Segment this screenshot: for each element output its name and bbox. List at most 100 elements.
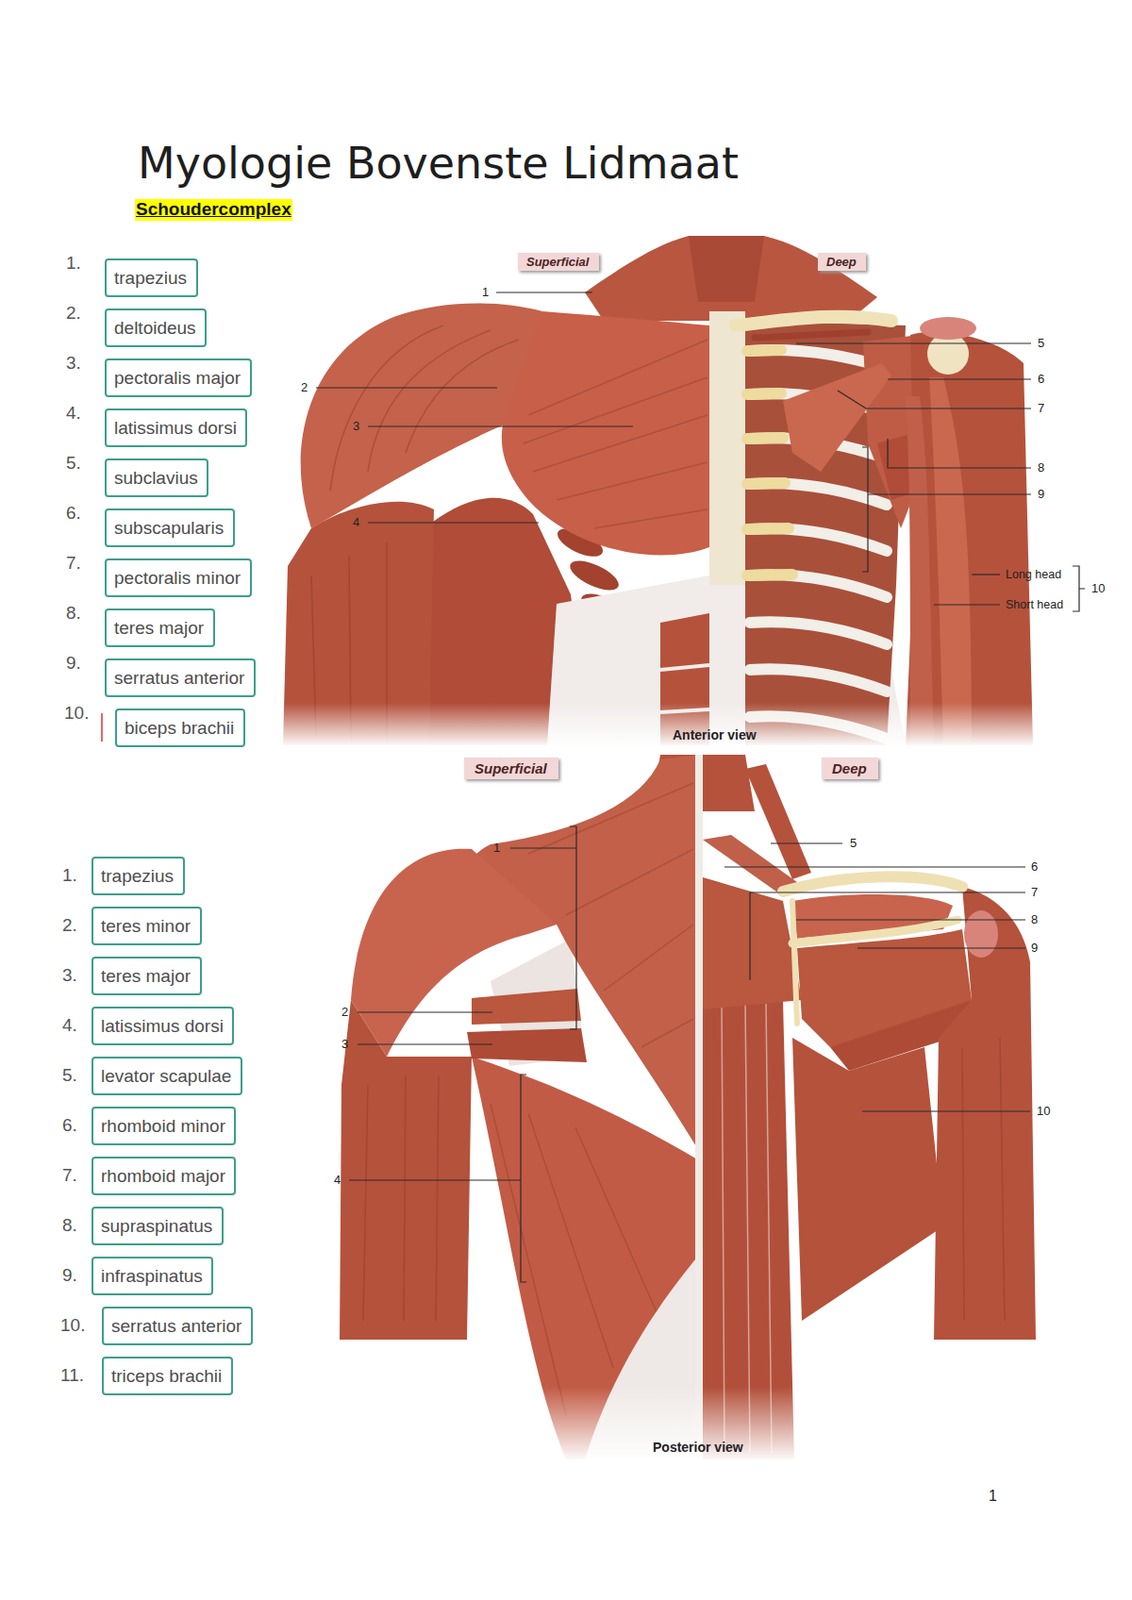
list-number: 9. — [66, 652, 82, 675]
page-number: 1 — [988, 1486, 998, 1505]
leader-lines-part — [1072, 566, 1085, 612]
callout-number: 1 — [493, 840, 500, 856]
muscle-name-box: trapezius — [104, 258, 199, 298]
muscle-name: serratus anterior — [111, 1312, 244, 1340]
anterior-illustration-part — [566, 554, 623, 597]
muscle-name: biceps brachii — [124, 714, 236, 742]
muscle-name-box: teres major — [104, 608, 216, 648]
view-tag: Deep — [817, 252, 866, 271]
anterior-illustration-part — [782, 363, 892, 472]
muscle-name: triceps brachii — [111, 1362, 224, 1390]
posterior-illustration-part — [528, 782, 694, 1048]
anterior-illustration-part — [264, 702, 1114, 748]
muscle-name: supraspinatus — [100, 1212, 215, 1240]
muscle-name-box: biceps brachii — [115, 708, 246, 748]
muscle-name-box: serratus anterior — [101, 1306, 253, 1346]
muscle-name: serratus anterior — [114, 664, 247, 692]
list-number: 3. — [62, 965, 78, 987]
anterior-illustration-part-part — [749, 668, 887, 692]
posterior-illustration-part — [792, 1037, 944, 1321]
leader-lines-part — [367, 521, 539, 523]
leader-lines-part — [749, 892, 1026, 981]
list-number: 9. — [62, 1265, 78, 1287]
muscle-name-box: rhomboid major — [91, 1156, 236, 1196]
text-cursor-mark — [100, 713, 103, 742]
leader-lines-part — [933, 603, 1000, 605]
anterior-illustration-part — [735, 316, 892, 326]
muscle-name: subclavius — [114, 464, 200, 492]
callout-number: 6 — [1031, 859, 1038, 875]
view-tag: Superficial — [464, 757, 559, 780]
posterior-illustration-part — [467, 754, 700, 1151]
callout-number: 1 — [482, 284, 489, 300]
muscle-name: pectoralis major — [114, 364, 243, 392]
posterior-illustration-part — [721, 999, 772, 1453]
callout-number: 4 — [352, 515, 360, 531]
view-tag-text: Deep — [826, 254, 858, 269]
leader-lines-part — [510, 826, 577, 1030]
anterior-illustration-part — [501, 311, 710, 555]
view-tag-text: Superficial — [526, 254, 591, 269]
muscle-name-box: triceps brachii — [101, 1356, 234, 1396]
callout-number: 7 — [1037, 400, 1045, 417]
posterior-illustration-part — [782, 876, 963, 892]
muscle-name-box: subscapularis — [104, 508, 235, 548]
callout-number: 8 — [1031, 912, 1038, 928]
muscle-name: latissimus dorsi — [114, 414, 238, 442]
posterior-illustration-part — [962, 1037, 1005, 1321]
list-number: 7. — [62, 1165, 78, 1187]
list-number: 4. — [66, 402, 82, 425]
muscle-name-box: latissimus dorsi — [104, 408, 248, 448]
leader-lines-part — [887, 378, 1032, 380]
callout-number: 7 — [1031, 884, 1038, 900]
page-title: Myologie Bovenste Lidmaat — [137, 138, 739, 189]
muscle-name-box: supraspinatus — [91, 1206, 224, 1246]
leader-lines-part — [496, 291, 593, 293]
muscle-name-box: teres minor — [91, 906, 202, 946]
anterior-illustration-part — [523, 339, 708, 529]
callout-number: 5 — [849, 835, 857, 851]
leader-lines-part — [862, 447, 1032, 572]
view-tag-text: Deep — [832, 760, 868, 777]
anterior-illustration-part — [745, 320, 906, 746]
muscle-name: rhomboid major — [100, 1162, 227, 1190]
posterior-illustration-part — [363, 1075, 439, 1321]
anterior-illustration-part-part — [749, 621, 887, 645]
muscle-name: latissimus dorsi — [100, 1012, 225, 1040]
list-number: 5. — [62, 1065, 78, 1087]
list-number: 1. — [66, 252, 82, 275]
leader-lines-part — [837, 390, 1032, 409]
muscle-name: teres major — [100, 962, 193, 990]
anterior-illustration-part — [330, 325, 519, 491]
muscle-name-box: latissimus dorsi — [91, 1006, 234, 1046]
anterior-illustration-part — [905, 332, 1033, 746]
muscle-name-box: infraspinatus — [91, 1256, 214, 1296]
list-number: 10. — [64, 702, 89, 725]
anterior-illustration-part — [709, 311, 746, 585]
posterior-illustration-part — [339, 999, 472, 1340]
list-number: 6. — [62, 1115, 78, 1137]
leader-lines-part — [887, 438, 1032, 468]
list-number: 5. — [66, 452, 82, 475]
posterior-illustration-part — [350, 849, 557, 1057]
muscle-name: trapezius — [100, 862, 176, 890]
callout-number: 2 — [300, 380, 308, 396]
view-tag-text: Superficial — [474, 760, 549, 777]
callout-number: 9 — [1037, 486, 1045, 502]
muscle-name-box: pectoralis minor — [104, 558, 252, 598]
callout-number: 2 — [341, 1004, 349, 1020]
list-number: 2. — [62, 915, 78, 937]
posterior-illustration — [283, 754, 1066, 1463]
muscle-name: teres major — [114, 614, 206, 642]
list-number: 6. — [66, 502, 82, 525]
leader-lines-part — [971, 573, 1000, 575]
callout-number: 4 — [333, 1172, 341, 1188]
anterior-illustration-part — [688, 235, 765, 302]
leader-lines — [316, 292, 1085, 1282]
muscle-name-box: deltoideus — [104, 308, 207, 348]
list-number: 8. — [66, 602, 82, 625]
anterior-illustration-part — [754, 332, 868, 338]
list-number: 10. — [60, 1315, 85, 1337]
leader-lines-part — [862, 1110, 1031, 1112]
muscle-name: rhomboid minor — [100, 1112, 227, 1140]
